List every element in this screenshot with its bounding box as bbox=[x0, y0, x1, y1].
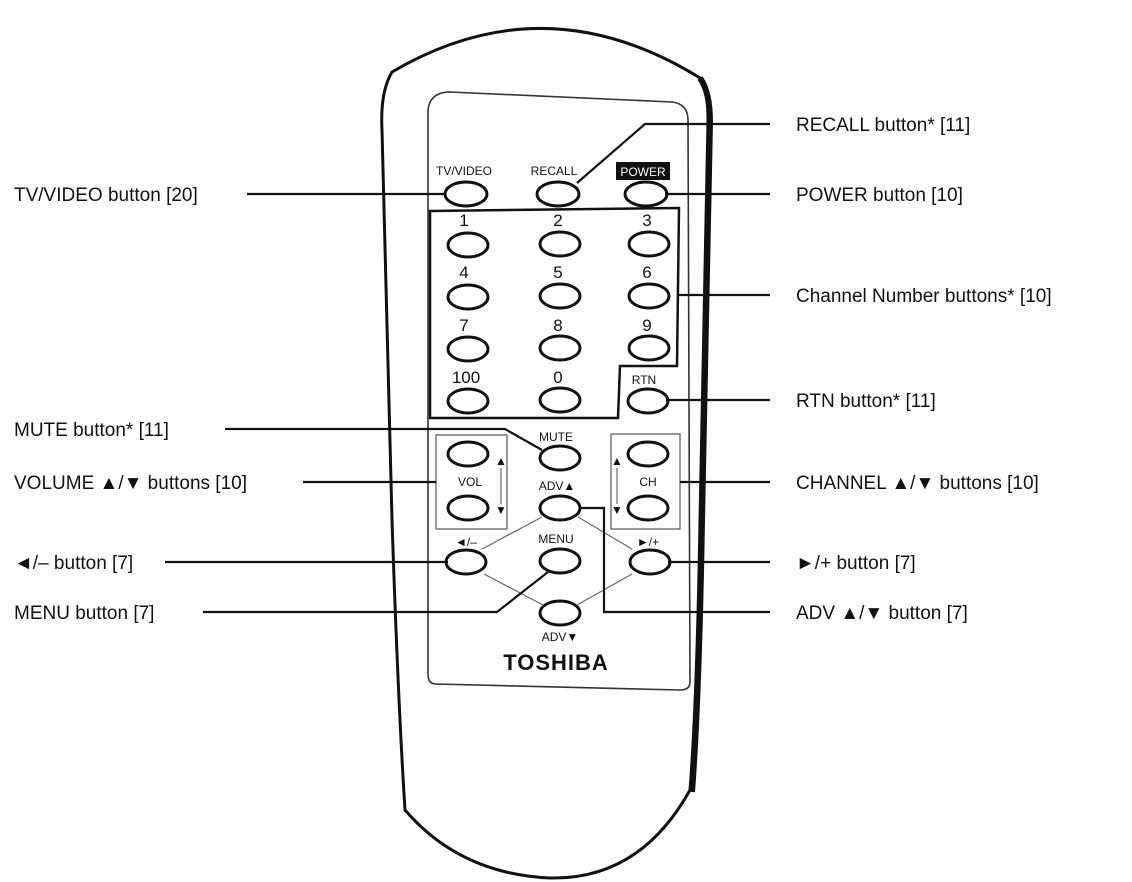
power-label-bg bbox=[616, 162, 670, 180]
callout-recall: RECALL button* [11] bbox=[796, 115, 970, 136]
plus-label: ►/+ bbox=[637, 535, 659, 549]
digit-3-label: 3 bbox=[642, 211, 651, 230]
callout-channel-number: Channel Number buttons* [10] bbox=[796, 286, 1052, 307]
recall-button[interactable] bbox=[535, 180, 581, 208]
digit-2-button[interactable] bbox=[538, 230, 582, 258]
digit-4-button[interactable] bbox=[446, 283, 490, 311]
digit-1-button[interactable] bbox=[446, 231, 490, 259]
keypad-frame bbox=[428, 206, 681, 420]
callout-mute: MUTE button* [11] bbox=[14, 420, 169, 441]
callout-menu: MENU button [7] bbox=[14, 603, 154, 624]
callout-channel: CHANNEL ▲/▼ buttons [10] bbox=[796, 473, 1039, 494]
channel-up-button[interactable] bbox=[626, 440, 670, 468]
channel-down-button[interactable] bbox=[626, 494, 670, 522]
callout-minus: ◄/– button [7] bbox=[14, 553, 133, 574]
digit-8-label: 8 bbox=[553, 316, 562, 335]
power-button[interactable] bbox=[623, 180, 669, 208]
brand-logo: TOSHIBA bbox=[503, 650, 609, 675]
digit-1-label: 1 bbox=[459, 211, 468, 230]
tv-video-button[interactable] bbox=[443, 180, 489, 208]
rtn-label: RTN bbox=[632, 373, 656, 387]
vol-up-arrow-icon: ▲ bbox=[495, 454, 507, 468]
digit-0-label: 0 bbox=[553, 368, 562, 387]
ch-label: CH bbox=[639, 475, 656, 489]
ch-up-arrow-icon: ▲ bbox=[611, 454, 623, 468]
leader-lines bbox=[165, 122, 770, 614]
digit-9-label: 9 bbox=[642, 316, 651, 335]
digit-7-label: 7 bbox=[459, 316, 468, 335]
adv-up-label: ADV▲ bbox=[539, 479, 576, 493]
digit-100-button[interactable] bbox=[446, 387, 490, 415]
callout-plus: ►/+ button [7] bbox=[796, 553, 916, 574]
volume-up-button[interactable] bbox=[446, 440, 490, 468]
callout-volume: VOLUME ▲/▼ buttons [10] bbox=[14, 473, 247, 494]
plus-button[interactable] bbox=[628, 548, 672, 576]
minus-label: ◄/– bbox=[455, 535, 477, 549]
ch-down-arrow-icon: ▼ bbox=[611, 503, 623, 517]
adv-down-label: ADV▼ bbox=[542, 630, 579, 644]
volume-down-button[interactable] bbox=[446, 494, 490, 522]
mute-label: MUTE bbox=[539, 430, 573, 444]
digit-2-label: 2 bbox=[553, 211, 562, 230]
digit-6-button[interactable] bbox=[627, 282, 671, 310]
digit-8-button[interactable] bbox=[538, 334, 582, 362]
vol-down-arrow-icon: ▼ bbox=[495, 503, 507, 517]
digit-6-label: 6 bbox=[642, 263, 651, 282]
menu-button[interactable] bbox=[538, 547, 582, 575]
minus-button[interactable] bbox=[444, 548, 488, 576]
callout-power: POWER button [10] bbox=[796, 185, 963, 206]
recall-label: RECALL bbox=[531, 164, 578, 178]
adv-up-button[interactable] bbox=[538, 494, 582, 522]
cross-guide-lines bbox=[481, 516, 633, 606]
callout-rtn: RTN button* [11] bbox=[796, 391, 936, 412]
digit-9-button[interactable] bbox=[627, 334, 671, 362]
digit-7-button[interactable] bbox=[446, 335, 490, 363]
vol-label: VOL bbox=[458, 475, 482, 489]
digit-0-button[interactable] bbox=[538, 386, 582, 414]
callout-tv-video: TV/VIDEO button [20] bbox=[14, 185, 198, 206]
digit-4-label: 4 bbox=[459, 263, 468, 282]
callout-adv: ADV ▲/▼ button [7] bbox=[796, 603, 968, 624]
remote-body-edge bbox=[689, 76, 714, 793]
rtn-button[interactable] bbox=[626, 387, 670, 415]
mute-button[interactable] bbox=[538, 444, 582, 472]
digit-3-button[interactable] bbox=[627, 230, 671, 258]
digit-5-label: 5 bbox=[553, 263, 562, 282]
digit-5-button[interactable] bbox=[538, 282, 582, 310]
tv-video-label: TV/VIDEO bbox=[436, 164, 492, 178]
power-label: POWER bbox=[620, 165, 666, 179]
digit-100-label: 100 bbox=[452, 368, 480, 387]
adv-down-button[interactable] bbox=[538, 599, 582, 627]
menu-label: MENU bbox=[538, 532, 573, 546]
